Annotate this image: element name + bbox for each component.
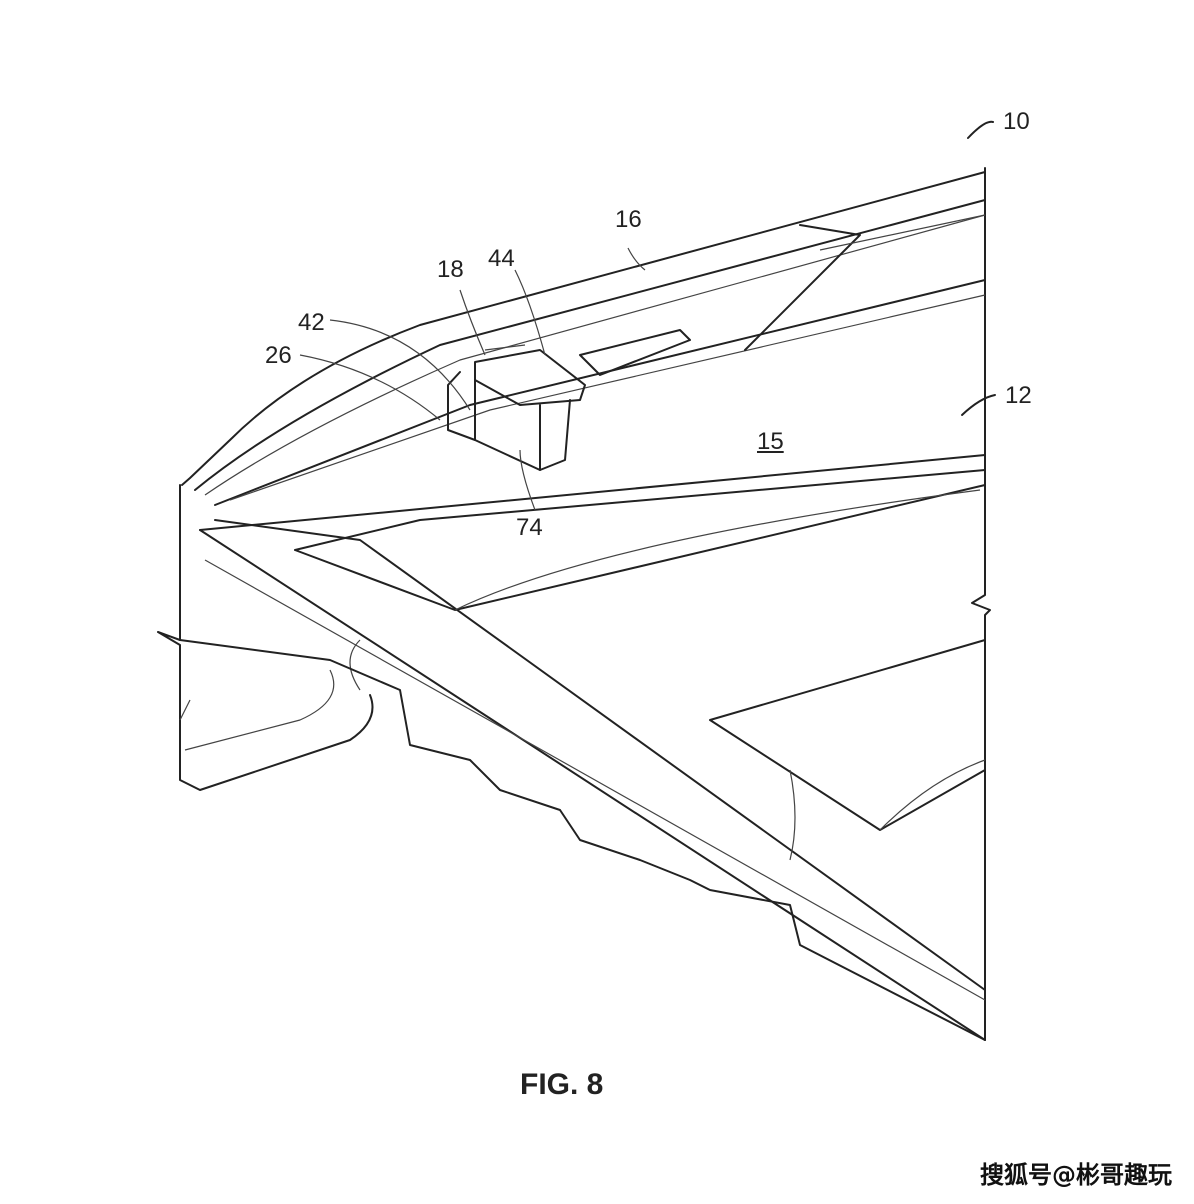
ref-12: 12 [1005, 382, 1032, 409]
ref-16: 16 [615, 206, 642, 233]
ref-74: 74 [516, 514, 543, 541]
ref-26: 26 [265, 342, 292, 369]
ref-15: 15 [757, 428, 784, 455]
sensor-module [447, 344, 586, 471]
roof-panel [179, 454, 986, 1041]
ref-10: 10 [1003, 108, 1030, 135]
right-break-line [971, 167, 991, 1041]
watermark: 搜狐号@彬哥趣玩 [980, 1161, 1172, 1189]
ref-42: 42 [298, 309, 325, 336]
roof-rail [181, 171, 986, 506]
figure-title: FIG. 8 [520, 1068, 604, 1101]
left-end [157, 484, 374, 791]
leader-lines [299, 120, 996, 511]
ref-18: 18 [437, 256, 464, 283]
ref-44: 44 [488, 245, 515, 272]
